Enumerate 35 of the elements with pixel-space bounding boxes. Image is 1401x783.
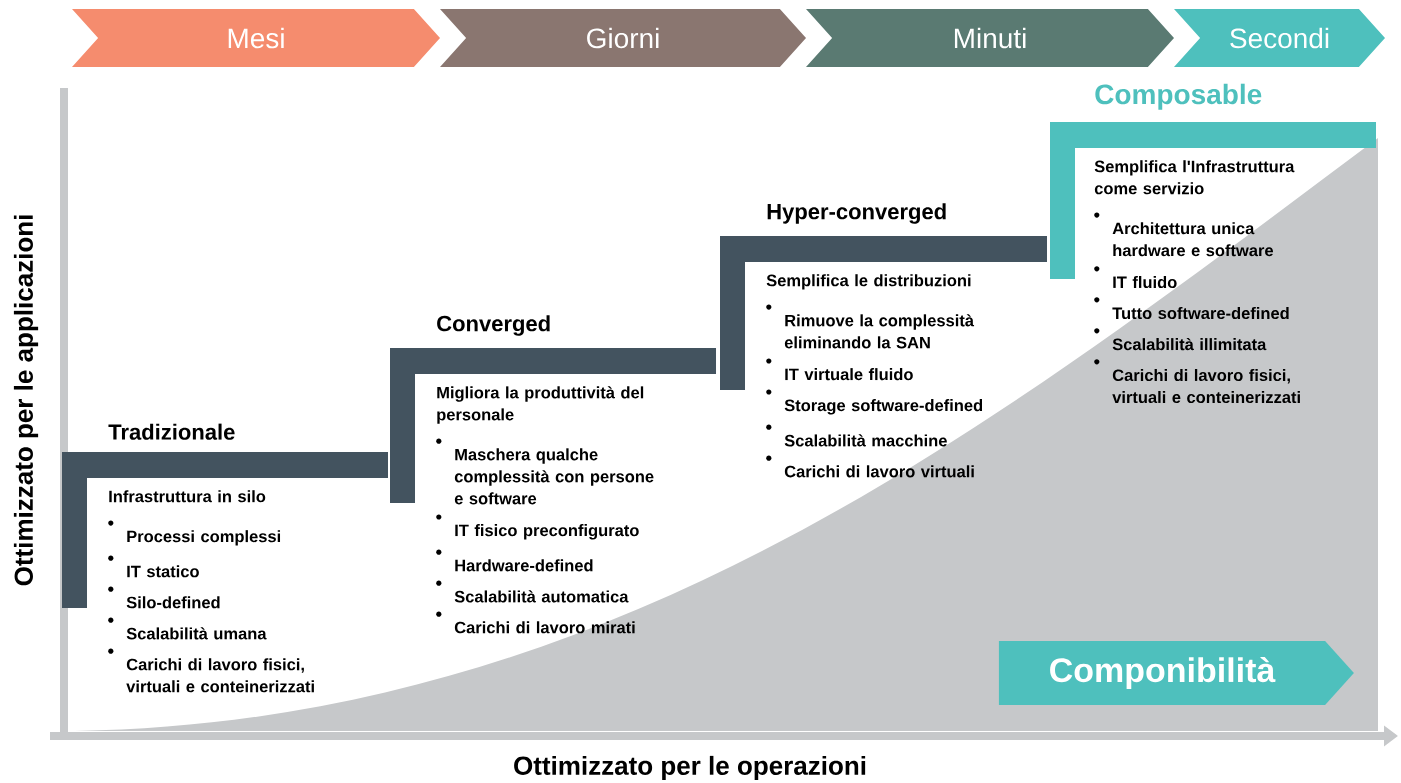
time-period-band: Giorni [440,9,806,67]
bullet-item: Rimuove la complessità eliminando la SAN [784,314,975,349]
stage-title: Tradizionale [108,423,235,440]
bullet-item: Carichi di lavoro fisici, virtuali e conteinerizzati [1112,368,1300,404]
stage-title: Hyper-converged [767,203,946,224]
time-period-band: Secondi [1174,9,1385,67]
bullet-item: IT fisico preconfigurato [455,524,639,540]
stage-title: Converged [437,315,550,336]
bullet-item: Processi complessi [127,530,280,546]
bullet-item: IT statico [127,565,199,578]
bullet-item: IT virtuale fluido [785,368,913,381]
bullet-item: Carichi di lavoro mirati [454,621,635,634]
stage-subtitle: Semplifica l'Infrastruttura come servizio [1094,160,1295,195]
stage-subtitle: Infrastruttura in silo [109,490,266,503]
bullet-item: Carichi di lavoro fisici, virtuali e conteinerizzati [126,658,314,693]
axis-label: Ottimizzato per le operazioni [514,755,866,781]
axis-label: Ottimizzato per le applicazioni [13,215,39,586]
bullet-item: Maschera qualche complessità con persone e software [454,448,654,505]
bullet-item: Tutto software-defined [1112,306,1289,320]
result-chevron: Componibilità [998,641,1354,705]
bullet-item: Scalabilità macchine [784,434,947,447]
bullet-item: Scalabilità automatica [454,590,629,603]
bullet-item: Carichi di lavoro virtuali [784,465,974,478]
stage-title: Composable [1095,83,1262,110]
bullet-item: Storage software-defined [784,399,983,415]
time-period-band: Mesi [72,9,440,67]
bullet-item: Hardware-defined [455,559,593,572]
bullet-item: Silo-defined [126,596,220,609]
stage-subtitle: Migliora la produttività del personale [437,386,644,424]
time-period-band: Minuti [806,9,1174,67]
bullet-item: IT fluido [1113,275,1177,289]
bullet-item: Scalabilità umana [126,627,267,640]
bullet-item: Scalabilità illimitata [1112,337,1267,351]
bullet-item: Architettura unica hardware e software [1112,222,1273,257]
stage-subtitle: Semplifica le distribuzioni [766,274,971,290]
